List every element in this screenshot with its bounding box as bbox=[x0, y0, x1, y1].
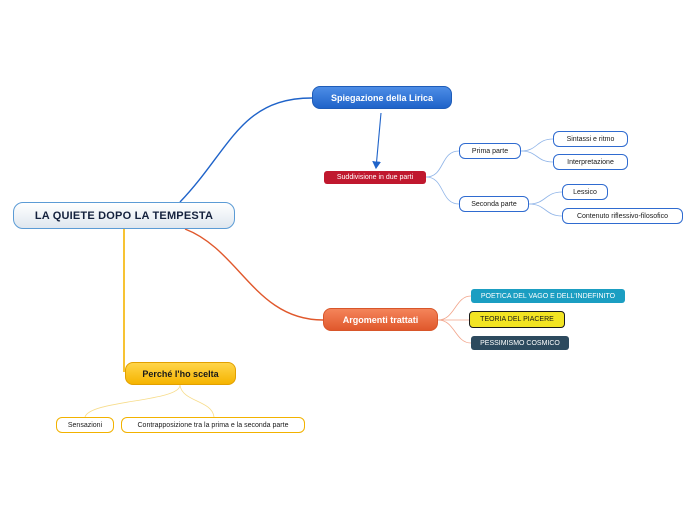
link-root-argomenti bbox=[184, 228, 324, 321]
arrow-spiegazione-suddivisione bbox=[372, 112, 382, 170]
node-sensazioni[interactable]: Sensazioni bbox=[56, 417, 114, 433]
node-pessimismo[interactable]: PESSIMISMO COSMICO bbox=[471, 336, 569, 350]
node-prima-parte[interactable]: Prima parte bbox=[459, 143, 521, 159]
node-lessico[interactable]: Lessico bbox=[562, 184, 608, 200]
link-argomenti-pessimismo bbox=[437, 319, 472, 344]
node-contenuto[interactable]: Contenuto riflessivo-filosofico bbox=[562, 208, 683, 224]
branch-spiegazione[interactable]: Spiegazione della Lirica bbox=[312, 86, 452, 109]
link-perche-sensazioni bbox=[84, 384, 181, 418]
central-topic[interactable]: LA QUIETE DOPO LA TEMPESTA bbox=[13, 202, 235, 229]
link-suddivisione-prima bbox=[425, 150, 460, 178]
link-seconda-contenuto bbox=[528, 203, 563, 217]
node-poetica[interactable]: POETICA DEL VAGO E DELL'INDEFINITO bbox=[471, 289, 625, 303]
node-seconda-parte[interactable]: Seconda parte bbox=[459, 196, 529, 212]
link-seconda-lessico bbox=[528, 191, 563, 205]
branch-argomenti[interactable]: Argomenti trattati bbox=[323, 308, 438, 331]
link-root-spiegazione bbox=[179, 97, 313, 203]
node-interpretazione[interactable]: Interpretazione bbox=[553, 154, 628, 170]
node-suddivisione[interactable]: Suddivisione in due parti bbox=[324, 171, 426, 184]
node-sintassi-ritmo[interactable]: Sintassi e ritmo bbox=[553, 131, 628, 147]
node-contrapposizione[interactable]: Contrapposizione tra la prima e la secon… bbox=[121, 417, 305, 433]
link-prima-interpretazione bbox=[520, 150, 554, 163]
node-teoria-piacere[interactable]: TEORIA DEL PIACERE bbox=[469, 311, 565, 328]
branch-perche[interactable]: Perché l'ho scelta bbox=[125, 362, 236, 385]
link-suddivisione-seconda bbox=[425, 176, 460, 205]
link-perche-contrapposizione bbox=[179, 384, 215, 418]
link-argomenti-poetica bbox=[437, 295, 472, 321]
link-prima-sintassi bbox=[520, 138, 554, 152]
